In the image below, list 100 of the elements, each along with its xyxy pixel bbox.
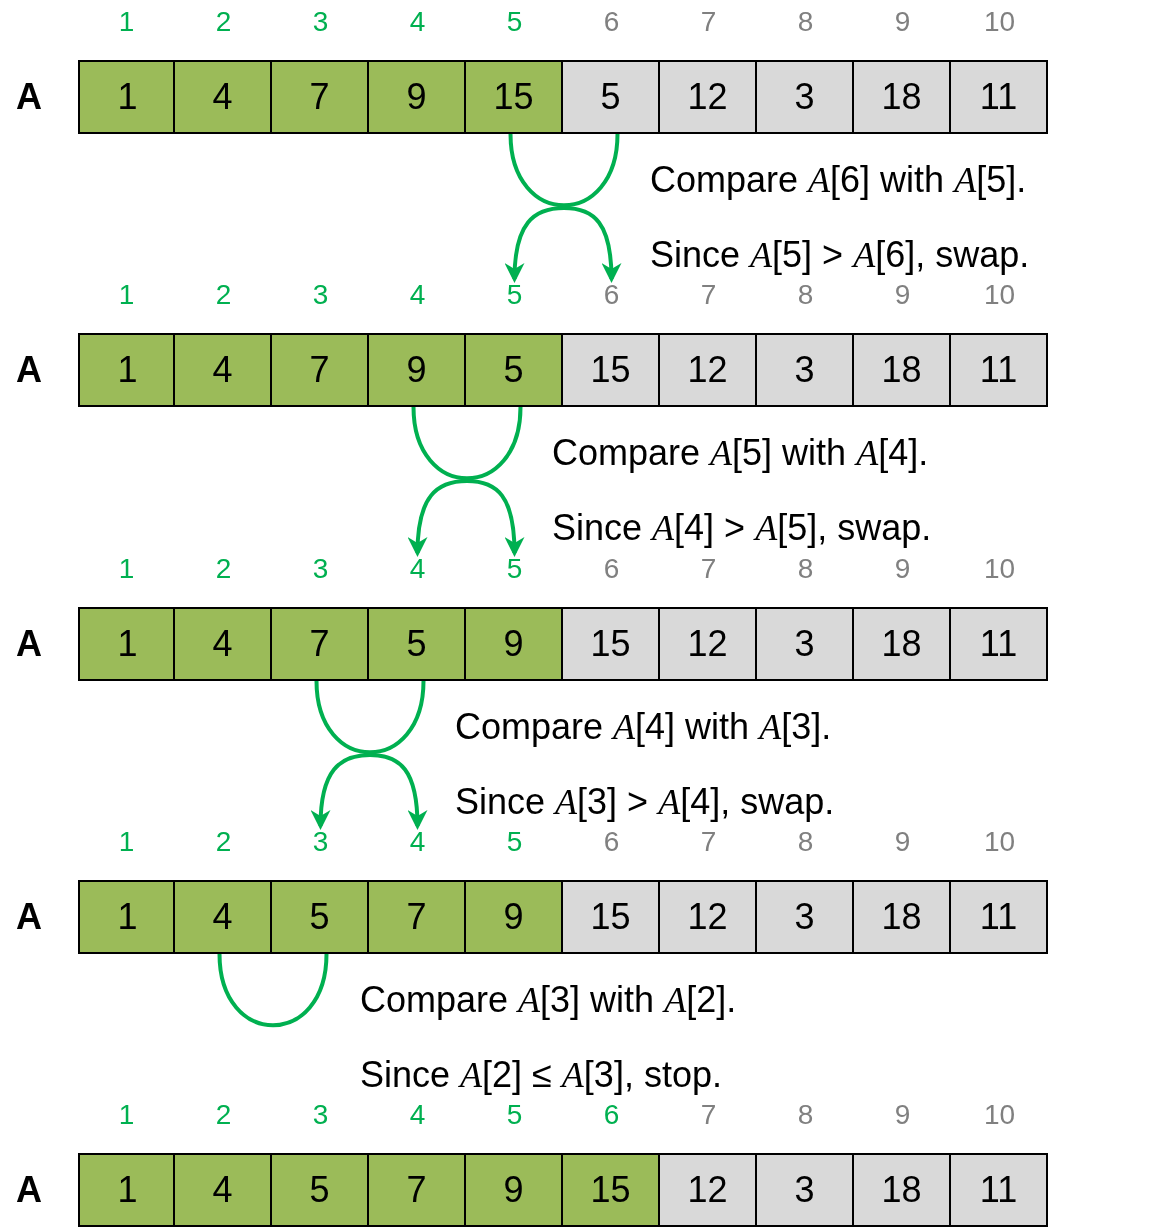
array-cell: 3 bbox=[755, 333, 854, 407]
array-name: A bbox=[15, 895, 43, 939]
step-sentence: Compare A[6] with A[5]. bbox=[650, 158, 1027, 202]
index-number: 4 bbox=[369, 824, 466, 860]
array-cell: 7 bbox=[270, 333, 369, 407]
index-number: 6 bbox=[563, 551, 660, 587]
index-number: 2 bbox=[175, 1097, 272, 1133]
array-name: A bbox=[15, 622, 43, 666]
array-cell: 18 bbox=[852, 880, 951, 954]
index-number: 3 bbox=[272, 4, 369, 40]
array-cell: 18 bbox=[852, 60, 951, 134]
index-number: 7 bbox=[660, 277, 757, 313]
compare-arc bbox=[508, 133, 620, 208]
index-number: 1 bbox=[78, 4, 175, 40]
step-sentence: Compare A[4] with A[3]. bbox=[455, 705, 832, 749]
array-cell: 15 bbox=[561, 607, 660, 681]
index-number: 9 bbox=[854, 4, 951, 40]
index-number: 10 bbox=[951, 4, 1048, 40]
array-cell: 7 bbox=[270, 607, 369, 681]
index-number: 3 bbox=[272, 277, 369, 313]
index-number: 10 bbox=[951, 824, 1048, 860]
index-number: 6 bbox=[563, 4, 660, 40]
index-number: 8 bbox=[757, 4, 854, 40]
index-number: 8 bbox=[757, 551, 854, 587]
index-number: 4 bbox=[369, 1097, 466, 1133]
index-number: 2 bbox=[175, 4, 272, 40]
index-number: 5 bbox=[466, 551, 563, 587]
array-cell: 7 bbox=[367, 880, 466, 954]
array-cell: 11 bbox=[949, 880, 1048, 954]
array-cell: 15 bbox=[464, 60, 563, 134]
index-number: 10 bbox=[951, 1097, 1048, 1133]
array-cell: 11 bbox=[949, 60, 1048, 134]
array-cell: 4 bbox=[173, 60, 272, 134]
index-number: 1 bbox=[78, 824, 175, 860]
array-cell: 5 bbox=[270, 1153, 369, 1227]
array-name: A bbox=[15, 1168, 43, 1212]
array-cell: 5 bbox=[561, 60, 660, 134]
array-cell: 12 bbox=[658, 880, 757, 954]
index-number: 5 bbox=[466, 824, 563, 860]
array-cell: 3 bbox=[755, 880, 854, 954]
index-number: 10 bbox=[951, 277, 1048, 313]
index-number: 5 bbox=[466, 4, 563, 40]
swap-arrow bbox=[408, 479, 468, 557]
index-number: 2 bbox=[175, 277, 272, 313]
index-number: 3 bbox=[272, 551, 369, 587]
index-number: 7 bbox=[660, 824, 757, 860]
array-cell: 3 bbox=[755, 1153, 854, 1227]
index-number: 1 bbox=[78, 551, 175, 587]
array-cell: 18 bbox=[852, 333, 951, 407]
array-cell: 12 bbox=[658, 333, 757, 407]
swap-arrow bbox=[311, 753, 371, 830]
index-number: 4 bbox=[369, 551, 466, 587]
index-number: 2 bbox=[175, 824, 272, 860]
array-cell: 7 bbox=[367, 1153, 466, 1227]
swap-arrow bbox=[466, 479, 525, 557]
array-cell: 9 bbox=[367, 60, 466, 134]
compare-arc bbox=[411, 406, 523, 481]
index-number: 7 bbox=[660, 1097, 757, 1133]
index-number: 5 bbox=[466, 277, 563, 313]
index-number: 1 bbox=[78, 1097, 175, 1133]
array-cell: 18 bbox=[852, 1153, 951, 1227]
array-cell: 4 bbox=[173, 1153, 272, 1227]
compare-arc bbox=[217, 953, 329, 1028]
step-sentence: Since A[3] > A[4], swap. bbox=[455, 780, 835, 824]
index-number: 3 bbox=[272, 1097, 369, 1133]
step-sentence: Since A[2] ≤ A[3], stop. bbox=[360, 1053, 722, 1097]
array-cell: 4 bbox=[173, 333, 272, 407]
array-cell: 9 bbox=[464, 880, 563, 954]
array-cell: 18 bbox=[852, 607, 951, 681]
step-sentence: Since A[4] > A[5], swap. bbox=[552, 506, 932, 550]
step-sentence: Compare A[3] with A[2]. bbox=[360, 978, 737, 1022]
array-name: A bbox=[15, 348, 43, 392]
array-cell: 7 bbox=[270, 60, 369, 134]
array-cell: 15 bbox=[561, 880, 660, 954]
step-sentence: Since A[5] > A[6], swap. bbox=[650, 233, 1030, 277]
index-number: 9 bbox=[854, 277, 951, 313]
array-cell: 5 bbox=[270, 880, 369, 954]
array-cell: 4 bbox=[173, 607, 272, 681]
array-cell: 4 bbox=[173, 880, 272, 954]
array-cell: 11 bbox=[949, 333, 1048, 407]
index-number: 4 bbox=[369, 4, 466, 40]
index-number: 5 bbox=[466, 1097, 563, 1133]
array-cell: 3 bbox=[755, 607, 854, 681]
array-name: A bbox=[15, 75, 43, 119]
index-number: 1 bbox=[78, 277, 175, 313]
index-number: 9 bbox=[854, 551, 951, 587]
compare-arc bbox=[314, 680, 426, 755]
array-cell: 15 bbox=[561, 333, 660, 407]
array-cell: 15 bbox=[561, 1153, 660, 1227]
array-cell: 11 bbox=[949, 607, 1048, 681]
index-number: 7 bbox=[660, 551, 757, 587]
index-number: 9 bbox=[854, 824, 951, 860]
array-cell: 12 bbox=[658, 1153, 757, 1227]
array-cell: 9 bbox=[367, 333, 466, 407]
index-number: 2 bbox=[175, 551, 272, 587]
array-cell: 12 bbox=[658, 60, 757, 134]
array-cell: 5 bbox=[367, 607, 466, 681]
index-number: 8 bbox=[757, 1097, 854, 1133]
index-number: 6 bbox=[563, 277, 660, 313]
index-number: 6 bbox=[563, 824, 660, 860]
